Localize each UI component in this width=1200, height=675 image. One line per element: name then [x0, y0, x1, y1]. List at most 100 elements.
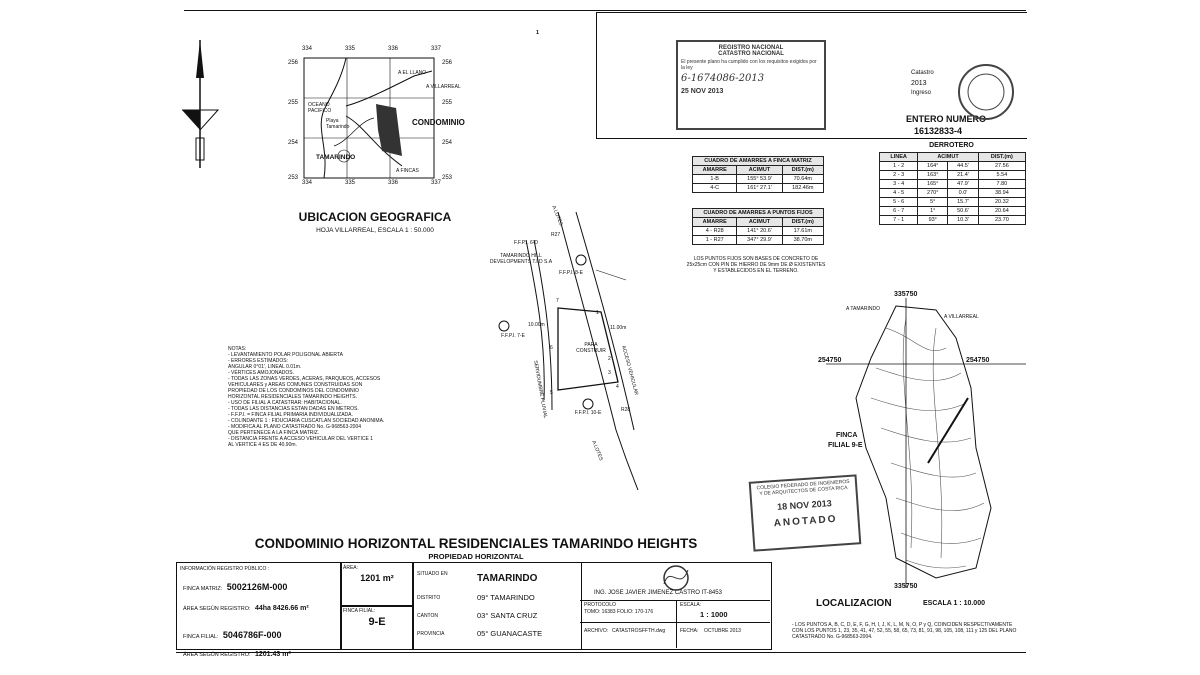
cell: 5° — [917, 197, 949, 207]
derrotero-header: ACIMUT — [917, 152, 979, 162]
cell: 21.4' — [947, 170, 979, 180]
area-filial-value: 1201.43 m² — [255, 651, 291, 658]
plot-ffpi-7e: F.F.P.I. 7-E — [501, 333, 525, 339]
amarres-fijos-table: CUADRO DE AMARRES A PUNTOS FIJOS AMARRE … — [691, 208, 825, 245]
loc-coord-top: 335750 — [894, 291, 918, 298]
note-line: - LEVANTAMIENTO POLAR POLIGONAL ABIERTA — [228, 352, 343, 358]
round-seal-icon — [958, 64, 1014, 120]
note-line: - F.F.P.I. = FINCA FILIAL PRIMARIA INDIV… — [228, 412, 353, 418]
note-line: - VÉRTICES AMOJONADOS. — [228, 370, 295, 376]
cell: 50.6' — [947, 206, 979, 216]
amarres-header: ACIMUT — [736, 165, 783, 175]
catastro-year: 2013 — [911, 80, 927, 87]
engineer-name: ING. JOSE JAVIER JIMENEZ CASTRO IT-8453 — [594, 590, 722, 596]
fecha-label: FECHA: — [680, 628, 699, 634]
note-line: ANGULAR 0°01', LINEAL 0.01m. — [228, 364, 302, 370]
note-line: - DISTANCIA FRENTE A ACCESO VEHICULAR DE… — [228, 436, 373, 442]
note-line: - COLINDANTE 1 : FIDUCIARIA CUSCATLAN SO… — [228, 418, 385, 424]
canton-value: 03° SANTA CRUZ — [477, 611, 538, 620]
map-y-tick: 253 — [442, 175, 453, 181]
amarres-header: AMARRE — [691, 217, 738, 227]
note-line: QUE PERTENECE A LA FINCA MATRIZ. — [228, 430, 320, 436]
protocolo-label: PROTOCOLO — [584, 602, 616, 608]
plot-ffpi-6d: F.F.P.I. 6-D — [513, 240, 539, 246]
cell: 182.46m — [781, 183, 825, 193]
note-line: - TODAS LAS ZONAS VERDES, ACERAS, PARQUE… — [228, 376, 381, 382]
area-box: ÁREA: 1201 m² — [340, 562, 414, 607]
map-y-tick: 256 — [288, 60, 299, 66]
engineer-box: ING. JOSE JAVIER JIMENEZ CASTRO IT-8453 … — [580, 562, 770, 648]
cell: 155° 53.9' — [736, 174, 783, 184]
localizacion-scale: ESCALA 1 : 10.000 — [923, 600, 985, 607]
plan-title: CONDOMINIO HORIZONTAL RESIDENCIALES TAMA… — [254, 536, 698, 551]
cell: 4 - 5 — [878, 188, 919, 198]
cell: 141° 20.6' — [736, 226, 783, 236]
catastro-label: Catastro — [911, 70, 934, 76]
finca-filial-value2: 9-E — [368, 616, 386, 628]
registro-publico-box: INFORMACIÓN REGISTRO PÚBLICO : FINCA MAT… — [176, 562, 342, 658]
situado-box: SITUADO EN TAMARINDO DISTRITO 09° TAMARI… — [412, 562, 582, 650]
amarres-matriz-table: CUADRO DE AMARRES A FINCA MATRIZ AMARRE … — [691, 156, 825, 193]
divider — [676, 600, 677, 622]
area-value: 1201 m² — [360, 573, 394, 583]
cell: 163° — [917, 170, 949, 180]
colegio-date: 18 NOV 2013 — [776, 498, 832, 512]
map-y-tick: 254 — [442, 140, 453, 146]
stamp-number: 6-1674086-2013 — [681, 73, 765, 84]
cell: 1 - R27 — [691, 235, 738, 245]
cell: 5.54 — [977, 170, 1027, 180]
derrotero-header: DIST.(m) — [977, 152, 1027, 162]
cell: 5 - 6 — [878, 197, 919, 207]
loc-coord-right: 254750 — [966, 357, 990, 364]
map-label-tamarindo: TAMARINDO — [316, 154, 356, 161]
cell: 347° 29.9' — [736, 235, 783, 245]
loc-coord-bottom: 335750 — [894, 583, 918, 590]
escala-label: ESCALA: — [680, 602, 702, 608]
registry-frame — [596, 12, 1027, 139]
location-map — [303, 57, 435, 179]
map-x-tick: 337 — [431, 46, 442, 52]
plot-para-construir: PARA CONSTRUIR — [576, 342, 606, 354]
amarres-header: DIST.(m) — [781, 165, 825, 175]
entry-label: ENTERO NUMERO — [906, 114, 987, 124]
plot-vertex: 7 — [556, 298, 559, 304]
cell: 3 - 4 — [878, 179, 919, 189]
plot-vertex: 5 — [550, 390, 553, 396]
cell: 161° 27.1' — [736, 183, 783, 193]
finca-matriz-value: 5002126M-000 — [226, 582, 288, 592]
plot-drawing — [498, 211, 639, 490]
ingreso-label: Ingreso — [911, 90, 932, 96]
amarres-header: AMARRE — [691, 165, 738, 175]
notes-title: NOTAS: — [228, 346, 247, 352]
map-y-tick: 255 — [442, 100, 453, 106]
map-label-oceano: OCEANO PACIFICO — [308, 102, 332, 114]
notes-block: NOTAS: - LEVANTAMIENTO POLAR POLIGONAL A… — [228, 346, 418, 448]
note-line: - TODAS LAS DISTANCIAS ESTAN DADAS EN ME… — [228, 406, 359, 412]
info-label: INFORMACIÓN REGISTRO PÚBLICO : — [180, 566, 270, 572]
loc-filial: FILIAL 9-E — [828, 442, 863, 449]
location-map-title: UBICACION GEOGRAFICA — [298, 210, 452, 224]
map-y-tick: 255 — [288, 100, 299, 106]
amarres-matriz-title: CUADRO DE AMARRES A FINCA MATRIZ — [692, 156, 824, 166]
cell: 38.94 — [977, 188, 1027, 198]
stamp-body: El presente plano ha cumplido con los re… — [681, 59, 817, 71]
cell: 10.3' — [947, 215, 979, 225]
engineer-seal-icon — [663, 565, 689, 591]
cell: 7.80 — [977, 179, 1027, 189]
plot-developer: TAMARINDO HILL DEVELOPMENTS T.I.D S.A — [489, 253, 553, 265]
cell: 20.32 — [977, 197, 1027, 207]
plot-vertex: 3 — [608, 370, 611, 376]
distrito-value: 09° TAMARINDO — [477, 593, 535, 602]
map-x-tick: 335 — [345, 46, 356, 52]
amarres-header: ACIMUT — [736, 217, 783, 227]
localizacion-map — [826, 298, 1026, 588]
cell: 17.61m — [781, 226, 825, 236]
area-filial-label: ÁREA SEGÚN REGISTRO: — [183, 652, 251, 658]
plot-vertex: 1 — [596, 310, 599, 316]
